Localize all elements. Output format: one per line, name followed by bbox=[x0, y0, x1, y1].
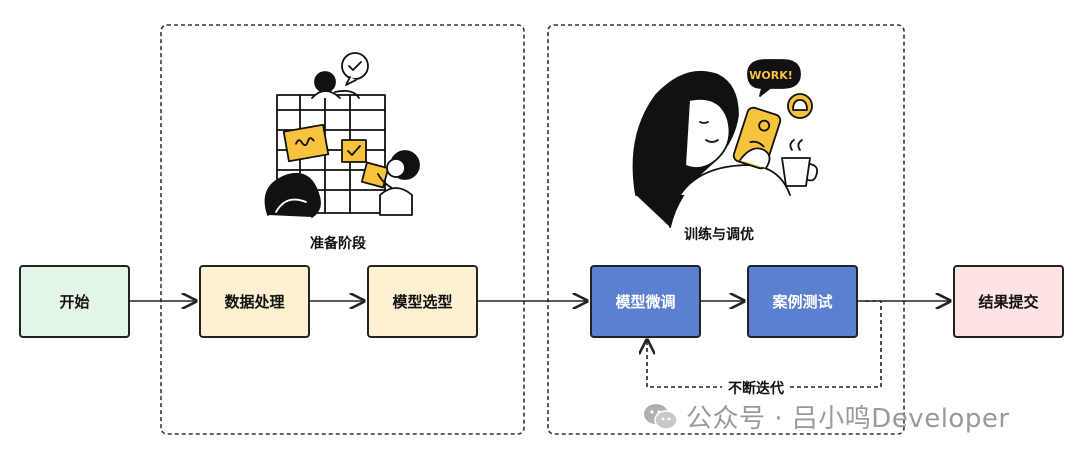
edge-iteration-loop bbox=[647, 300, 882, 388]
node-submit-results: 结果提交 bbox=[953, 265, 1064, 338]
node-case-testing: 案例测试 bbox=[747, 265, 858, 338]
person-with-phone-work-illustration: WORK! bbox=[632, 59, 819, 228]
work-bubble-text: WORK! bbox=[749, 69, 793, 82]
watermark: 公众号 · 吕小鸣Developer bbox=[642, 398, 1010, 435]
group-label-training: 训练与调优 bbox=[684, 227, 754, 243]
loop-label: 不断迭代 bbox=[722, 378, 790, 398]
node-fine-tuning: 模型微调 bbox=[590, 265, 701, 338]
group-frame-preparation bbox=[160, 24, 525, 435]
group-frame-training bbox=[547, 24, 905, 435]
node-start: 开始 bbox=[19, 265, 130, 338]
node-model-selection: 模型选型 bbox=[367, 265, 478, 338]
wechat-icon bbox=[644, 403, 678, 430]
node-data-processing: 数据处理 bbox=[199, 265, 310, 338]
watermark-text: 公众号 · 吕小鸣Developer bbox=[686, 404, 1010, 434]
group-label-preparation: 准备阶段 bbox=[310, 236, 366, 252]
team-planning-board-illustration bbox=[264, 52, 420, 218]
